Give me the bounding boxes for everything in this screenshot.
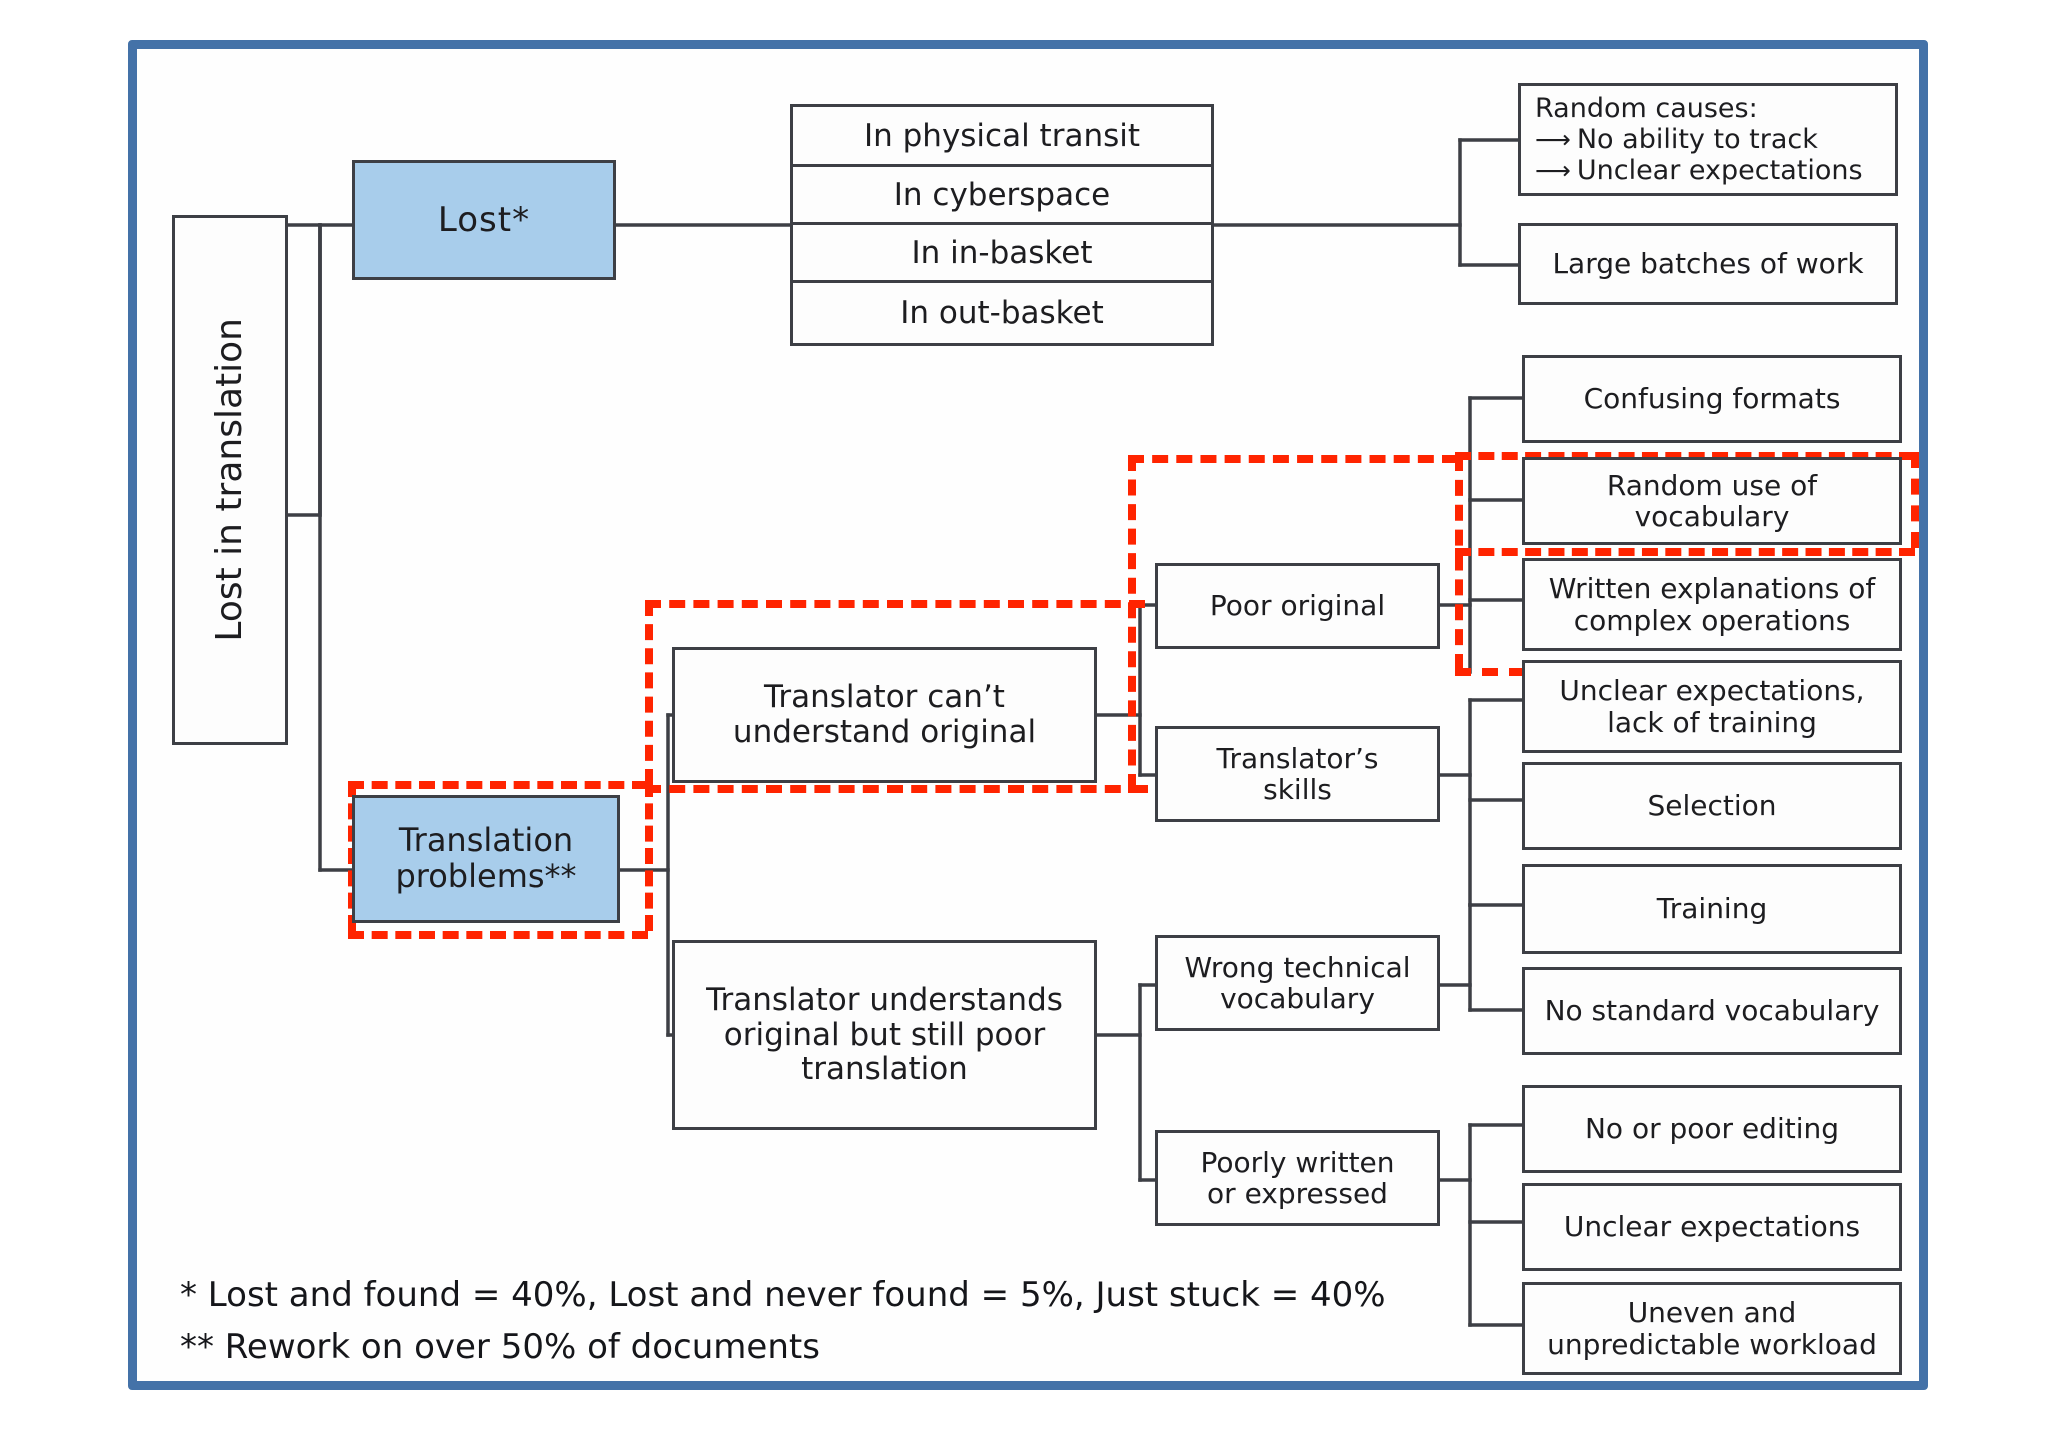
root-node-label: Lost in translation bbox=[208, 318, 250, 642]
highlight-segment bbox=[1455, 455, 1463, 670]
node-translators-skills-label: Translator’s skills bbox=[1216, 741, 1379, 806]
leaf-random-use-of-vocabulary[interactable]: Random use of vocabulary bbox=[1522, 457, 1902, 545]
root-node-lost-in-translation[interactable]: Lost in translation bbox=[172, 215, 288, 745]
random-causes-item: ⟶ Unclear expectations bbox=[1535, 155, 1881, 186]
leaf-no-or-poor-editing[interactable]: No or poor editing bbox=[1522, 1085, 1902, 1173]
random-causes-heading-line: Random causes: bbox=[1535, 93, 1881, 124]
node-wrong-technical-vocabulary[interactable]: Wrong technical vocabulary bbox=[1155, 935, 1440, 1031]
leaf-no-standard-vocabulary[interactable]: No standard vocabulary bbox=[1522, 967, 1902, 1055]
node-poorly-written-label: Poorly written or expressed bbox=[1200, 1145, 1395, 1210]
leaf-training[interactable]: Training bbox=[1522, 864, 1902, 954]
highlight-segment bbox=[1455, 548, 1915, 556]
leaf-label: Written explanations of complex operatio… bbox=[1548, 572, 1876, 637]
leaf-uneven-unpredictable-workload[interactable]: Uneven and unpredictable workload bbox=[1522, 1282, 1902, 1375]
highlight-segment bbox=[348, 931, 648, 939]
node-translator-understands-original[interactable]: Translator understands original but stil… bbox=[672, 940, 1097, 1130]
highlight-segment bbox=[645, 781, 653, 931]
highlight-segment bbox=[1455, 668, 1525, 676]
random-causes-item: ⟶ No ability to track bbox=[1535, 124, 1881, 155]
random-causes-heading: Random causes: bbox=[1535, 93, 1758, 124]
node-translators-skills[interactable]: Translator’s skills bbox=[1155, 726, 1440, 822]
lost-branch-stack: In physical transit In cyberspace In in-… bbox=[790, 104, 1214, 346]
leaf-selection[interactable]: Selection bbox=[1522, 762, 1902, 850]
highlight-segment bbox=[1128, 455, 1136, 790]
node-translator-cant-understand-label: Translator can’t understand original bbox=[732, 679, 1037, 750]
node-poorly-written-or-expressed[interactable]: Poorly written or expressed bbox=[1155, 1130, 1440, 1226]
node-wrong-technical-vocabulary-label: Wrong technical vocabulary bbox=[1184, 950, 1411, 1015]
list-item-in-in-basket[interactable]: In in-basket bbox=[793, 225, 1211, 283]
leaf-label: No or poor editing bbox=[1584, 1112, 1840, 1146]
leaf-label: Unclear expectations bbox=[1563, 1210, 1861, 1244]
leaf-label: Unclear expectations, lack of training bbox=[1559, 674, 1865, 739]
node-lost[interactable]: Lost* bbox=[352, 160, 616, 280]
footnotes: * Lost and found = 40%, Lost and never f… bbox=[180, 1275, 1386, 1367]
lost-branch-label: In cyberspace bbox=[893, 176, 1111, 213]
leaf-label: Uneven and unpredictable workload bbox=[1547, 1296, 1877, 1361]
node-lost-label: Lost* bbox=[437, 199, 531, 240]
lost-branch-label: In out-basket bbox=[900, 295, 1104, 331]
footnote-single-asterisk: * Lost and found = 40%, Lost and never f… bbox=[180, 1275, 1386, 1315]
arrow-right-icon: ⟶ bbox=[1535, 156, 1571, 185]
highlight-segment bbox=[1128, 455, 1458, 463]
list-item-in-cyberspace[interactable]: In cyberspace bbox=[793, 167, 1211, 225]
node-translation-problems-label: Translation problems** bbox=[395, 821, 577, 895]
highlight-segment bbox=[645, 600, 1145, 608]
leaf-written-explanations[interactable]: Written explanations of complex operatio… bbox=[1522, 558, 1902, 651]
highlight-segment bbox=[645, 785, 1145, 793]
leaf-label: Training bbox=[1656, 892, 1768, 926]
random-causes-item-label: Unclear expectations bbox=[1576, 155, 1863, 186]
leaf-label: Random use of vocabulary bbox=[1606, 468, 1818, 533]
list-item-in-physical-transit[interactable]: In physical transit bbox=[793, 107, 1211, 167]
arrow-right-icon: ⟶ bbox=[1535, 125, 1571, 154]
lost-branch-label: In in-basket bbox=[911, 234, 1093, 271]
node-large-batches-of-work[interactable]: Large batches of work bbox=[1518, 223, 1898, 305]
highlight-segment bbox=[1455, 452, 1915, 460]
leaf-label: Selection bbox=[1647, 789, 1777, 823]
lost-branch-label: In physical transit bbox=[863, 117, 1141, 154]
footnote-double-asterisk: ** Rework on over 50% of documents bbox=[180, 1327, 820, 1367]
node-translation-problems[interactable]: Translation problems** bbox=[352, 795, 620, 923]
node-poor-original-label: Poor original bbox=[1209, 589, 1386, 623]
leaf-unclear-expectations[interactable]: Unclear expectations bbox=[1522, 1183, 1902, 1271]
node-random-causes[interactable]: Random causes: ⟶ No ability to track ⟶ U… bbox=[1518, 83, 1898, 196]
highlight-segment bbox=[1128, 785, 1148, 793]
leaf-label: Confusing formats bbox=[1583, 382, 1841, 416]
highlight-segment bbox=[1911, 452, 1919, 548]
node-translator-understands-label: Translator understands original but stil… bbox=[706, 981, 1063, 1088]
leaf-unclear-expectations-lack-of-training[interactable]: Unclear expectations, lack of training bbox=[1522, 660, 1902, 753]
highlight-segment bbox=[348, 781, 648, 789]
node-translator-cant-understand-original[interactable]: Translator can’t understand original bbox=[672, 647, 1097, 783]
leaf-confusing-formats[interactable]: Confusing formats bbox=[1522, 355, 1902, 443]
highlight-segment bbox=[645, 600, 653, 785]
node-poor-original[interactable]: Poor original bbox=[1155, 563, 1440, 649]
list-item-in-out-basket[interactable]: In out-basket bbox=[793, 283, 1211, 343]
random-causes-item-label: No ability to track bbox=[1576, 124, 1818, 155]
node-large-batches-label: Large batches of work bbox=[1552, 247, 1864, 281]
leaf-label: No standard vocabulary bbox=[1544, 994, 1880, 1028]
